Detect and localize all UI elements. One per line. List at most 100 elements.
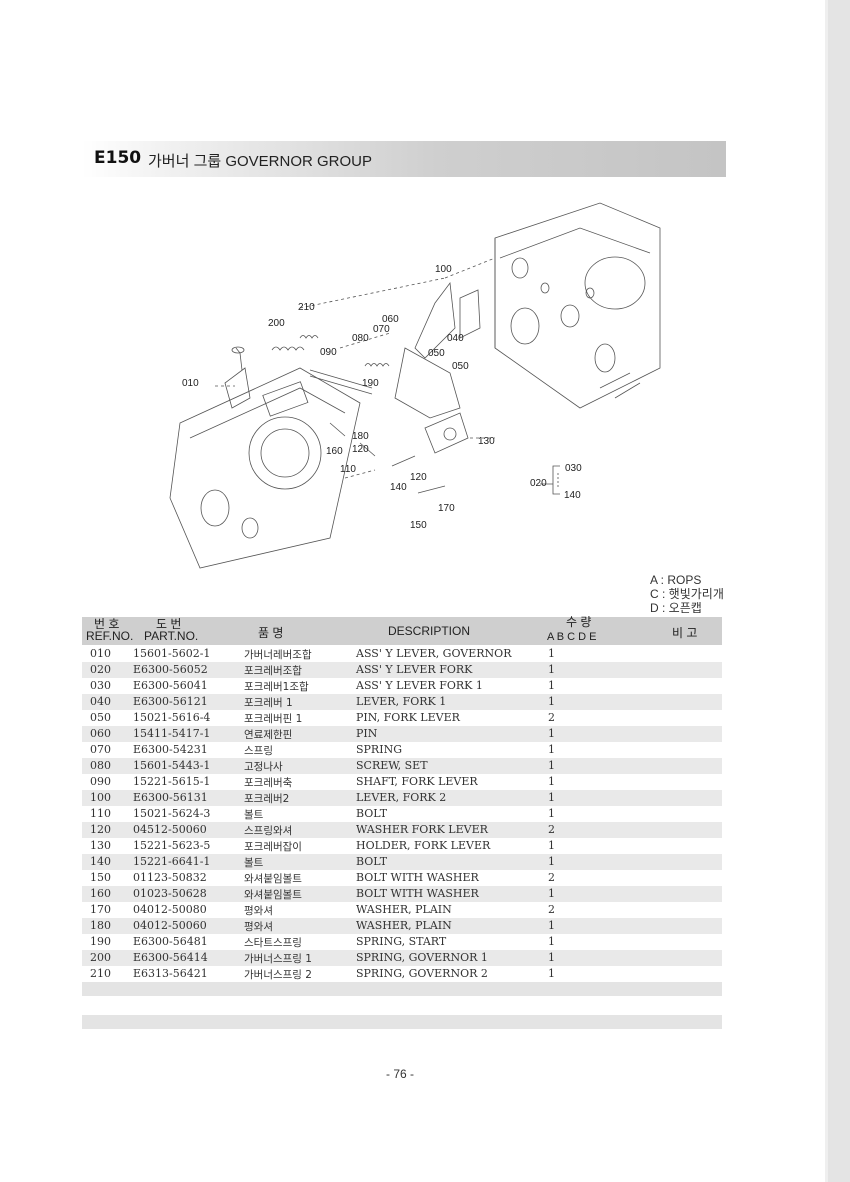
cell-description: SHAFT, FORK LEVER <box>356 775 478 788</box>
header-qty-kr: 수 량 <box>566 615 592 629</box>
cell-part-no: 04512-50060 <box>133 823 207 836</box>
cell-qty-a: 2 <box>548 711 555 724</box>
cell-qty-a: 1 <box>548 759 555 772</box>
cell-name-kr: 포크레버 1 <box>244 697 293 709</box>
callout-050a: 050 <box>428 348 445 359</box>
cell-qty-a: 2 <box>548 903 555 916</box>
header-qty-cols: A B C D E <box>547 631 597 643</box>
cell-description: LEVER, FORK 2 <box>356 791 447 804</box>
cell-name-kr: 포크레버2 <box>244 793 290 805</box>
callout-060: 060 <box>382 314 399 325</box>
cell-name-kr: 포크레버잡이 <box>244 841 302 853</box>
cell-qty-a: 1 <box>548 679 555 692</box>
cell-description: PIN <box>356 727 378 740</box>
cell-name-kr: 포크레버핀 1 <box>244 713 303 725</box>
callout-180: 180 <box>352 431 369 442</box>
legend-c: C : 햇빛가리개 <box>650 587 724 601</box>
legend-a: A : ROPS <box>650 573 702 587</box>
cell-part-no: 04012-50080 <box>133 903 207 916</box>
cell-qty-a: 1 <box>548 647 555 660</box>
cell-part-no: 01023-50628 <box>133 887 207 900</box>
section-code: E150 <box>94 148 142 168</box>
cell-qty-a: 1 <box>548 919 555 932</box>
cell-part-no: 01123-50832 <box>133 871 207 884</box>
cell-ref-no: 160 <box>90 887 111 900</box>
callout-210: 210 <box>298 302 315 313</box>
cell-part-no: E6300-54231 <box>133 743 208 756</box>
cell-name-kr: 볼트 <box>244 809 264 821</box>
cell-description: PIN, FORK LEVER <box>356 711 460 724</box>
cell-name-kr: 포크레버축 <box>244 777 293 789</box>
cell-description: ASS' Y LEVER FORK 1 <box>356 679 483 692</box>
cell-description: SPRING <box>356 743 402 756</box>
cell-part-no: 15221-5623-5 <box>133 839 211 852</box>
cell-description: BOLT <box>356 855 388 868</box>
page-edge-shadow <box>825 0 828 1182</box>
callout-050b: 050 <box>452 361 469 372</box>
cell-ref-no: 030 <box>90 679 111 692</box>
header-name-kr: 품 명 <box>258 626 284 640</box>
header-ref-kr: 번 호 <box>94 617 120 631</box>
callout-100: 100 <box>435 264 452 275</box>
header-part-kr: 도 번 <box>156 617 182 631</box>
cell-name-kr: 와셔붙임볼트 <box>244 873 302 885</box>
cell-qty-a: 2 <box>548 871 555 884</box>
cell-ref-no: 140 <box>90 855 111 868</box>
cell-ref-no: 060 <box>90 727 111 740</box>
header-remark: 비 고 <box>672 626 698 640</box>
cell-qty-a: 1 <box>548 855 555 868</box>
cell-name-kr: 스프링 <box>244 745 273 757</box>
callout-140a: 140 <box>390 482 407 493</box>
cell-qty-a: 1 <box>548 967 555 980</box>
cell-description: ASS' Y LEVER, GOVERNOR <box>356 647 512 660</box>
cell-ref-no: 150 <box>90 871 111 884</box>
cell-ref-no: 170 <box>90 903 111 916</box>
cell-ref-no: 190 <box>90 935 111 948</box>
cell-qty-a: 1 <box>548 935 555 948</box>
cell-qty-a: 1 <box>548 791 555 804</box>
parts-table-header: 번 호 REF.NO. 도 번 PART.NO. 품 명 DESCRIPTION… <box>82 615 722 645</box>
cell-qty-a: 1 <box>548 743 555 756</box>
cell-qty-a: 1 <box>548 839 555 852</box>
callout-030: 030 <box>565 463 582 474</box>
cell-qty-a: 1 <box>548 775 555 788</box>
cell-ref-no: 050 <box>90 711 111 724</box>
cell-qty-a: 1 <box>548 951 555 964</box>
cell-part-no: E6300-56121 <box>133 695 208 708</box>
cell-part-no: E6300-56052 <box>133 663 208 676</box>
cell-qty-a: 1 <box>548 807 555 820</box>
cell-description: BOLT <box>356 807 388 820</box>
cell-ref-no: 110 <box>90 807 111 820</box>
cell-ref-no: 100 <box>90 791 111 804</box>
cell-ref-no: 090 <box>90 775 111 788</box>
callout-010: 010 <box>182 378 199 389</box>
cell-ref-no: 080 <box>90 759 111 772</box>
option-legend: A : ROPS C : 햇빛가리개 D : 오픈캡 <box>650 573 724 615</box>
legend-d: D : 오픈캡 <box>650 601 702 615</box>
cell-part-no: 15411-5417-1 <box>133 727 211 740</box>
cell-name-kr: 가버너스프링 2 <box>244 969 312 981</box>
callout-020: 020 <box>530 478 547 489</box>
cell-name-kr: 연료제한핀 <box>244 729 293 741</box>
callout-070: 070 <box>373 324 390 335</box>
cell-name-kr: 고정나사 <box>244 761 283 773</box>
cell-ref-no: 210 <box>90 967 111 980</box>
cell-qty-a: 1 <box>548 663 555 676</box>
page-number: - 76 - <box>385 1067 414 1081</box>
callout-170: 170 <box>438 503 455 514</box>
section-title-bar: E150 가버너 그룹 GOVERNOR GROUP <box>82 141 726 177</box>
cell-ref-no: 010 <box>90 647 111 660</box>
